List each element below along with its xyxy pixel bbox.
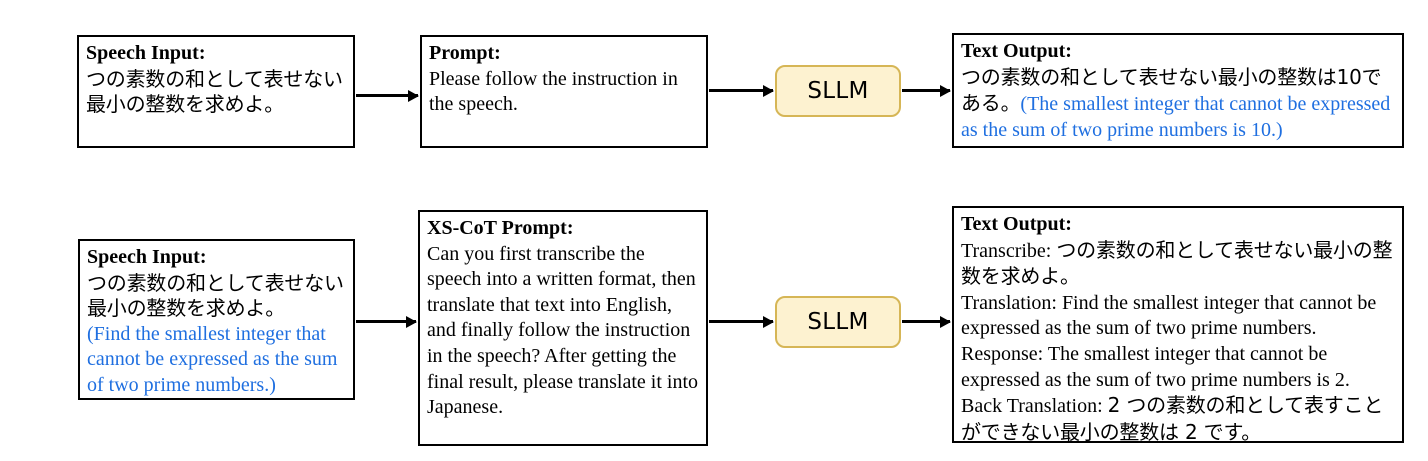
bottom-output-back-translation-line: Back Translation: 2 つの素数の和として表すことができない最小…: [961, 393, 1395, 446]
arrow-top-prompt-to-model: [709, 89, 773, 92]
top-speech-input-header: Speech Input:: [86, 42, 206, 64]
top-prompt-text: Please follow the instruction in the spe…: [429, 67, 678, 116]
bottom-speech-input-japanese: つの素数の和として表せない最小の整数を求めよ。: [87, 270, 344, 321]
bottom-xscot-prompt-header: XS-CoT Prompt:: [427, 217, 574, 239]
bottom-output-response-value: The smallest integer that cannot be expr…: [961, 342, 1350, 391]
bottom-output-back-translation-label: Back Translation:: [961, 395, 1103, 418]
bottom-sllm-label: SLLM: [807, 309, 869, 335]
bottom-speech-input-translation: (Find the smallest integer that cannot b…: [87, 322, 338, 396]
bottom-sllm-model-node: SLLM: [775, 296, 901, 348]
bottom-output-translation-label: Translation:: [961, 291, 1057, 314]
bottom-output-response-line: Response: The smallest integer that cann…: [961, 342, 1395, 393]
arrow-top-model-to-output: [902, 89, 950, 92]
bottom-xscot-prompt-box: XS-CoT Prompt: Can you first transcribe …: [418, 210, 708, 446]
arrow-bottom-speech-to-prompt: [356, 320, 416, 323]
bottom-speech-input-box: Speech Input: つの素数の和として表せない最小の整数を求めよ。 (F…: [78, 239, 355, 400]
bottom-output-transcribe-label: Transcribe:: [961, 239, 1052, 262]
bottom-output-translation-line: Translation: Find the smallest integer t…: [961, 291, 1395, 342]
top-prompt-header: Prompt:: [429, 42, 501, 64]
arrow-top-speech-to-prompt: [356, 94, 418, 97]
top-sllm-model-node: SLLM: [775, 65, 901, 117]
top-text-output-header: Text Output:: [961, 40, 1072, 62]
arrow-bottom-model-to-output: [902, 320, 950, 323]
top-text-output-box: Text Output: つの素数の和として表せない最小の整数は10である。(T…: [952, 33, 1404, 148]
bottom-output-back-translation-value: 2 つの素数の和として表すことができない最小の整数は 2 です。: [961, 393, 1384, 444]
bottom-xscot-prompt-text: Can you first transcribe the speech into…: [427, 242, 699, 419]
top-text-output-translation: (The smallest integer that cannot be exp…: [961, 93, 1391, 141]
bottom-text-output-box: Text Output: Transcribe: つの素数の和として表せない最小…: [952, 206, 1404, 446]
arrow-bottom-prompt-to-model: [709, 320, 773, 323]
bottom-output-translation-value: Find the smallest integer that cannot be…: [961, 291, 1377, 340]
top-speech-input-japanese: つの素数の和として表せない最小の整数を求めよ。: [86, 66, 343, 117]
bottom-output-response-label: Response:: [961, 342, 1044, 365]
top-speech-input-box: Speech Input: つの素数の和として表せない最小の整数を求めよ。: [77, 35, 355, 148]
top-prompt-box: Prompt: Please follow the instruction in…: [420, 35, 708, 148]
top-text-output-japanese: つの素数の和として表せない最小の整数は10である。: [961, 64, 1382, 116]
bottom-text-output-header: Text Output:: [961, 213, 1072, 235]
bottom-output-transcribe-line: Transcribe: つの素数の和として表せない最小の整数を求めよ。: [961, 238, 1395, 291]
top-sllm-label: SLLM: [807, 78, 869, 104]
bottom-output-transcribe-value: つの素数の和として表せない最小の整数を求めよ。: [961, 237, 1393, 289]
bottom-speech-input-header: Speech Input:: [87, 246, 207, 268]
